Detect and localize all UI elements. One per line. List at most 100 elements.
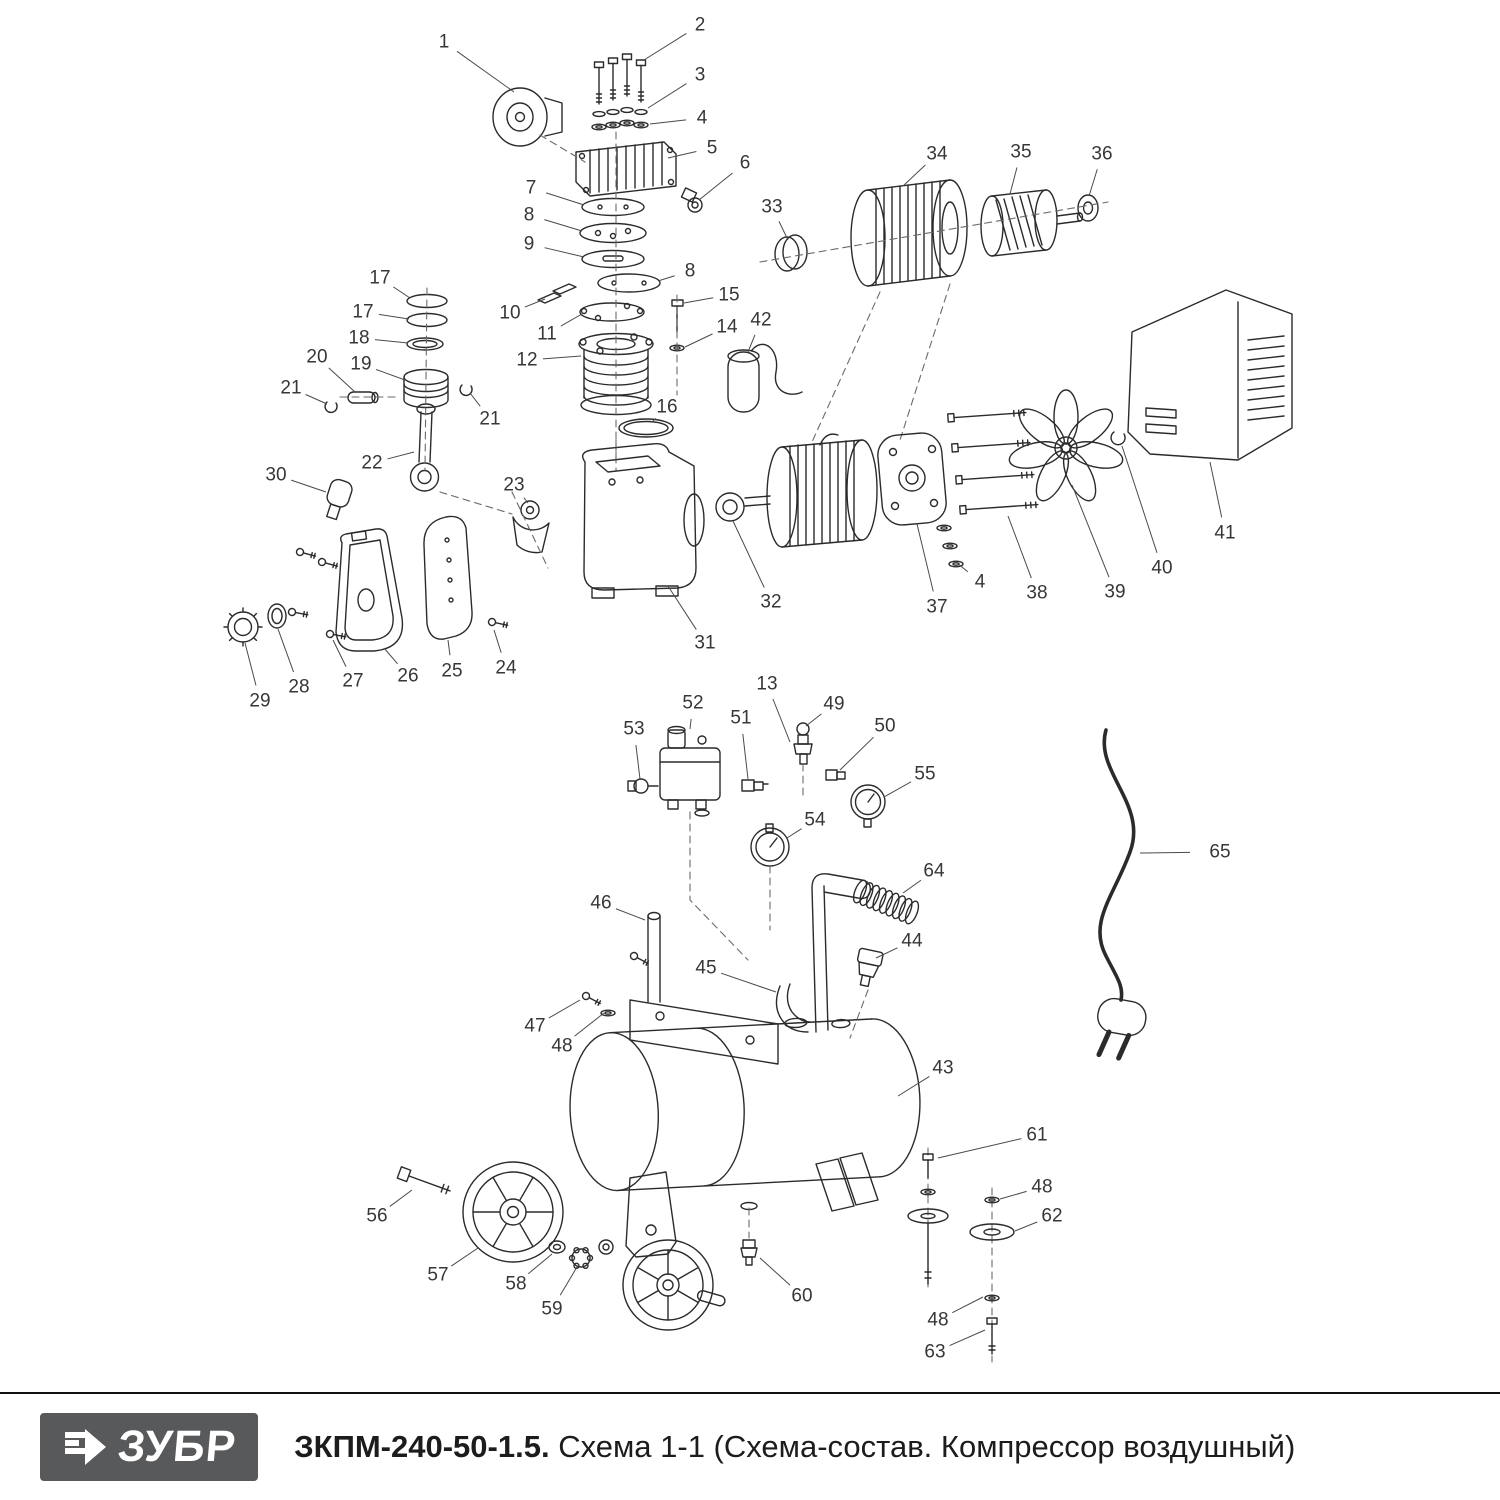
part-number-label: 62 bbox=[1041, 1206, 1062, 1227]
reed-valves bbox=[537, 283, 577, 304]
leader-line bbox=[450, 1247, 479, 1267]
cover-gasket bbox=[423, 515, 473, 640]
drain-valve bbox=[740, 1201, 758, 1266]
leader-line bbox=[544, 247, 585, 258]
leader-line bbox=[387, 451, 415, 460]
part-number-label: 37 bbox=[926, 597, 947, 618]
retaining-clip bbox=[1110, 431, 1126, 446]
leader-line bbox=[937, 1138, 1022, 1159]
brand-logo: ЗУБР bbox=[40, 1413, 259, 1481]
part-number-label: 33 bbox=[761, 197, 782, 218]
leader-line bbox=[527, 1253, 553, 1275]
handle bbox=[628, 873, 872, 1065]
base-gasket bbox=[618, 418, 674, 438]
part-number-label: 16 bbox=[656, 397, 677, 418]
leader-line bbox=[1071, 484, 1110, 578]
leader-line bbox=[747, 334, 756, 353]
part-number-label: 10 bbox=[499, 303, 520, 324]
leader-line bbox=[955, 561, 969, 573]
motor-assembled bbox=[744, 433, 878, 548]
valve-plates bbox=[579, 197, 661, 293]
leader-line bbox=[952, 1296, 984, 1314]
part-number-label: 8 bbox=[685, 261, 696, 282]
leader-line bbox=[667, 585, 697, 630]
air-filter bbox=[492, 87, 563, 147]
check-valve bbox=[856, 947, 884, 988]
cover-fasteners bbox=[223, 547, 510, 647]
leader-line bbox=[328, 367, 356, 393]
head-bolts bbox=[591, 53, 649, 131]
leader-line bbox=[389, 1189, 413, 1207]
wheel-fasteners bbox=[548, 1239, 614, 1270]
part-number-label: 39 bbox=[1104, 582, 1125, 603]
part-number-label: 63 bbox=[924, 1342, 945, 1363]
foot-assembly bbox=[907, 1147, 1015, 1363]
leader-line bbox=[378, 313, 410, 320]
part-number-label: 25 bbox=[441, 661, 462, 682]
leader-line bbox=[447, 639, 451, 656]
crankshaft bbox=[511, 491, 550, 569]
cooling-fan bbox=[1008, 389, 1124, 502]
front-bearing bbox=[715, 492, 745, 522]
leader-lines bbox=[244, 33, 1223, 1347]
leader-line bbox=[332, 639, 347, 667]
part-number-label: 42 bbox=[750, 310, 771, 331]
leader-line bbox=[916, 523, 934, 592]
part-number-label: 3 bbox=[695, 65, 706, 86]
power-cord bbox=[1096, 728, 1147, 1061]
part-number-label: 30 bbox=[265, 465, 286, 486]
part-number-label: 32 bbox=[760, 592, 781, 613]
leader-line bbox=[999, 1190, 1027, 1200]
exploded-diagram: 1234567898101112151442161717181920212122… bbox=[223, 15, 1293, 1363]
leader-line bbox=[615, 908, 646, 921]
part-number-label: 53 bbox=[623, 719, 644, 740]
part-number-label: 13 bbox=[756, 674, 777, 695]
part-number-label: 11 bbox=[537, 324, 557, 345]
leader-line bbox=[902, 879, 922, 894]
outlet-pipe bbox=[775, 983, 811, 1033]
leader-line bbox=[1007, 515, 1032, 579]
breather-plug bbox=[326, 478, 353, 521]
leader-line bbox=[290, 479, 327, 493]
part-number-label: 58 bbox=[505, 1274, 526, 1295]
leader-line bbox=[1088, 169, 1098, 197]
part-number-label: 36 bbox=[1091, 144, 1112, 165]
leader-line bbox=[523, 497, 529, 504]
part-number-label: 17 bbox=[352, 302, 373, 323]
motor-exploded bbox=[759, 179, 1109, 443]
leader-line bbox=[742, 733, 749, 780]
leader-line bbox=[375, 368, 406, 381]
part-number-label: 56 bbox=[366, 1206, 387, 1227]
part-number-label: 46 bbox=[590, 893, 611, 914]
leader-line bbox=[1209, 461, 1223, 518]
part-number-label: 57 bbox=[427, 1265, 448, 1286]
leader-line bbox=[786, 828, 802, 839]
part-number-label: 38 bbox=[1026, 583, 1047, 604]
part-number-label: 65 bbox=[1209, 842, 1230, 863]
leader-line bbox=[469, 392, 481, 407]
part-number-label: 12 bbox=[516, 350, 537, 371]
capacitor bbox=[727, 343, 803, 413]
part-number-label: 9 bbox=[524, 234, 535, 255]
tank bbox=[569, 1017, 921, 1258]
axle-bolt bbox=[396, 1166, 451, 1195]
leader-line bbox=[635, 744, 641, 780]
leader-line bbox=[698, 172, 733, 201]
part-number-label: 17 bbox=[369, 268, 390, 289]
part-number-label: 48 bbox=[1031, 1177, 1052, 1198]
part-number-label: 49 bbox=[823, 694, 844, 715]
leader-line bbox=[732, 520, 765, 588]
leader-line bbox=[649, 119, 687, 125]
leader-line bbox=[657, 275, 675, 282]
leader-line bbox=[383, 647, 398, 665]
head-gasket bbox=[579, 302, 645, 322]
part-number-label: 35 bbox=[1010, 142, 1031, 163]
part-number-label: 19 bbox=[350, 354, 371, 375]
part-number-label: 34 bbox=[926, 144, 948, 165]
leader-line bbox=[305, 394, 328, 405]
hose-spring bbox=[852, 879, 920, 925]
leader-line bbox=[897, 1076, 930, 1097]
fan-shroud bbox=[1127, 289, 1293, 461]
